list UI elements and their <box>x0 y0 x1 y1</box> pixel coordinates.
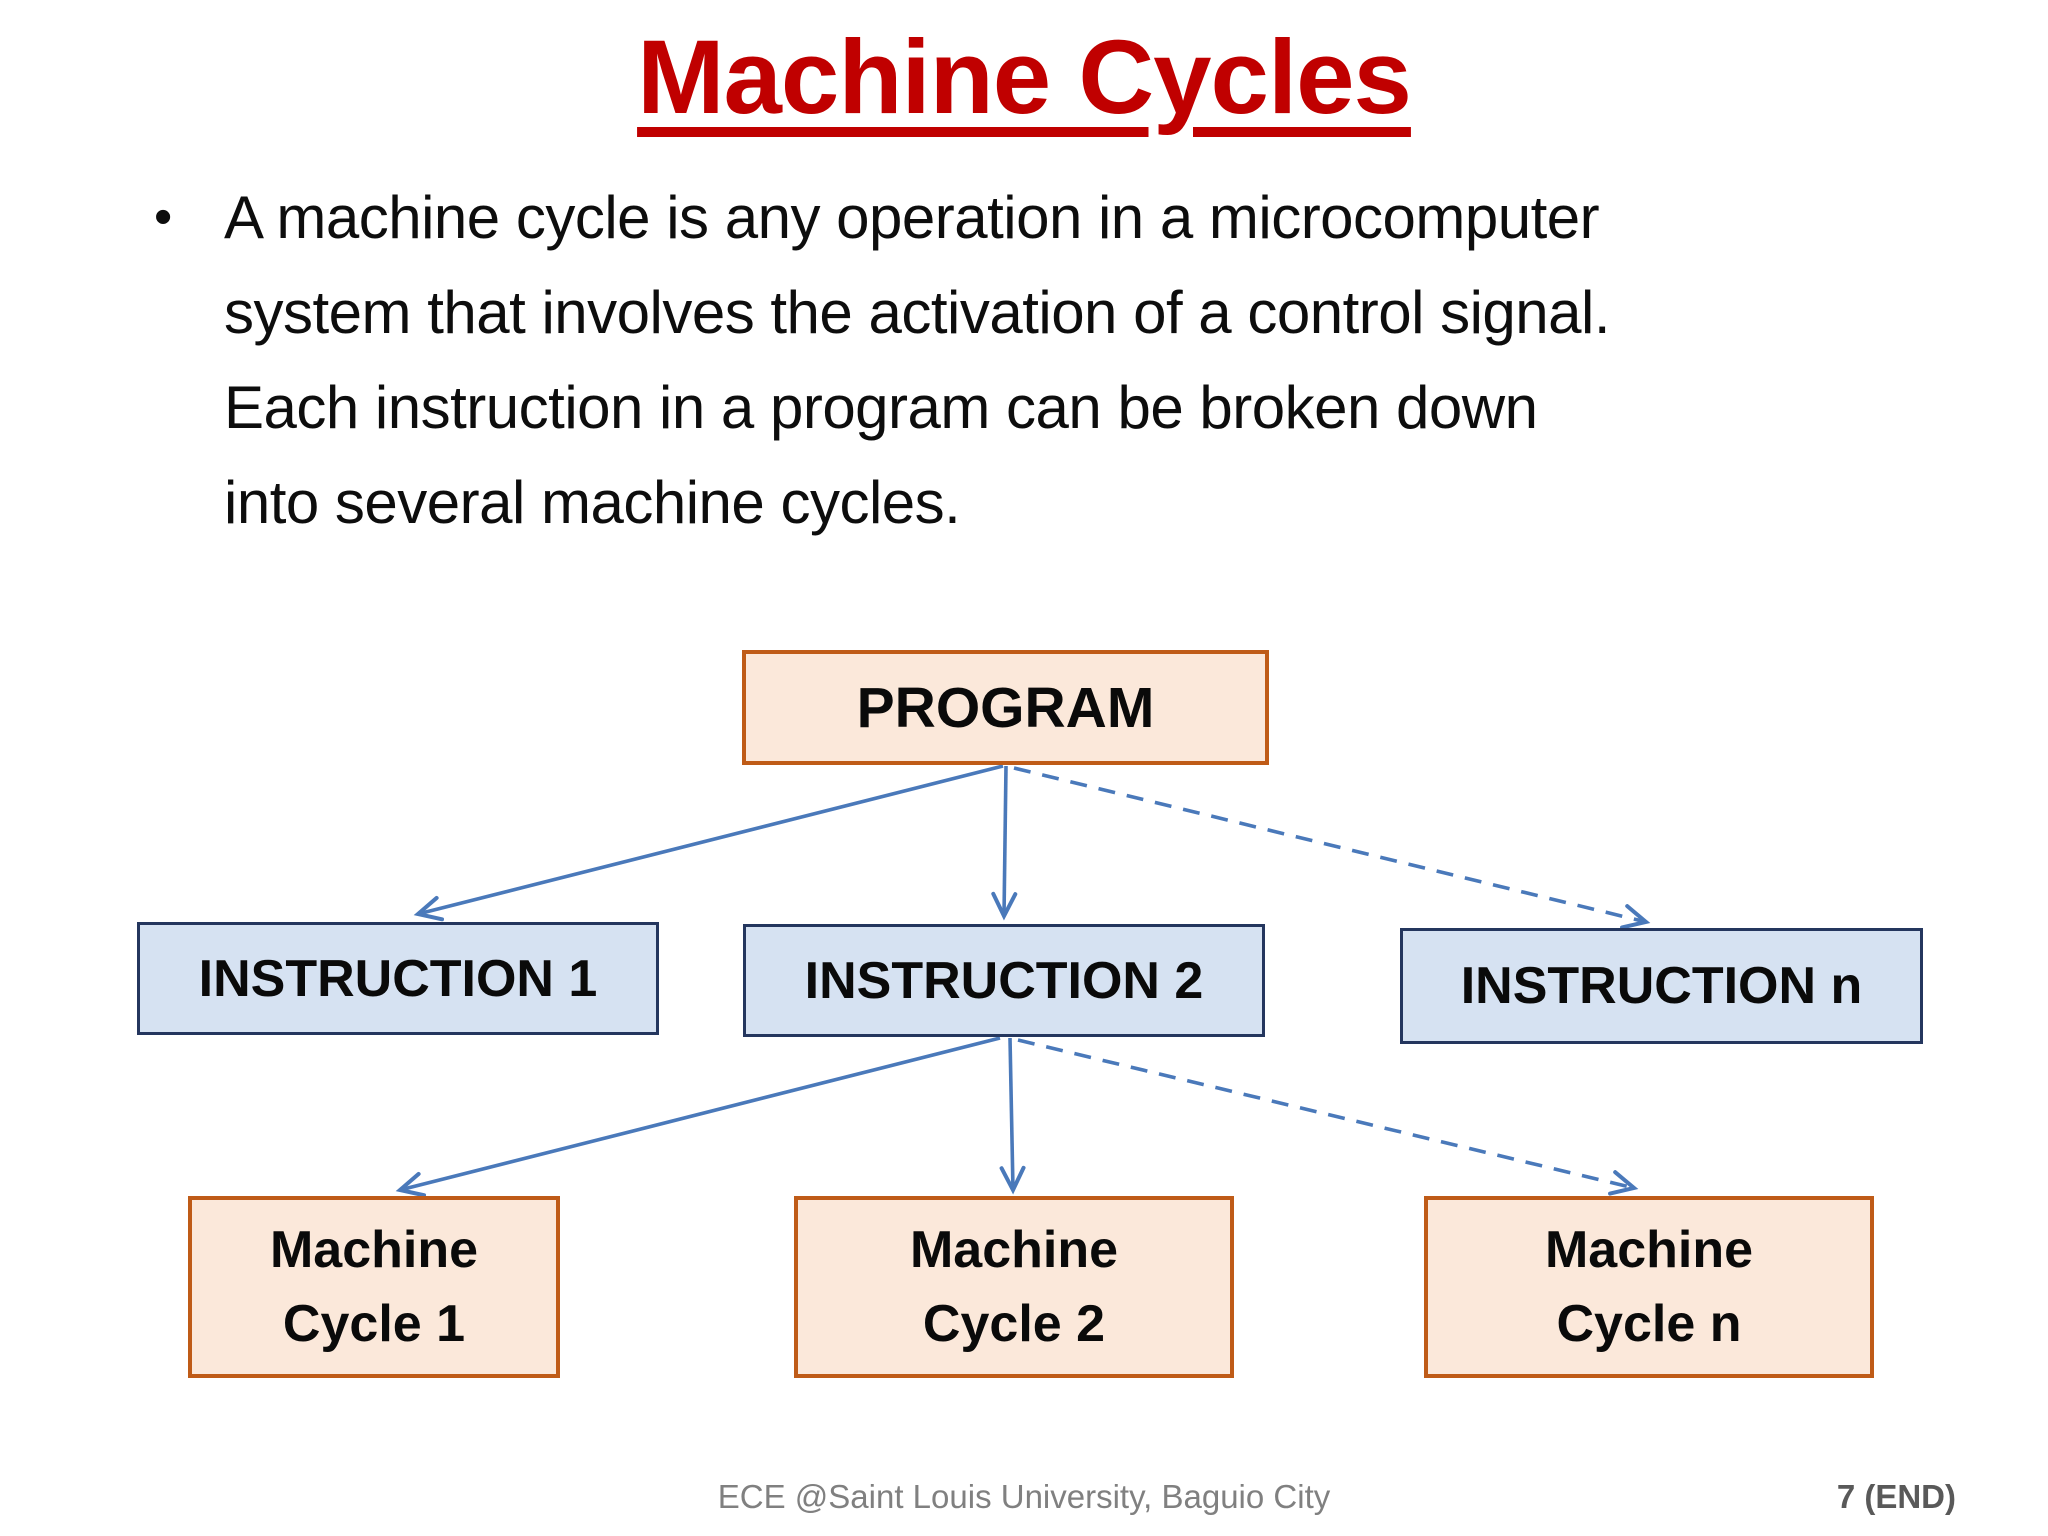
arrow-program-instruction-n <box>1013 766 1651 930</box>
bullet-marker: • <box>154 188 172 246</box>
instruction-1-label: INSTRUCTION 1 <box>198 949 598 1008</box>
instruction-2-label: INSTRUCTION 2 <box>804 951 1204 1010</box>
machine-cycle-2-label-line1: Machine <box>909 1221 1119 1279</box>
instruction-1-box: INSTRUCTION 1 <box>137 922 659 1035</box>
page-number: 7 (END) <box>1836 1478 1956 1515</box>
instruction-n-box: INSTRUCTION n <box>1400 928 1923 1044</box>
footer-credit: ECE @Saint Louis University, Baguio City <box>717 1478 1331 1515</box>
arrow-program-instruction1 <box>413 764 1004 922</box>
arrow-instruction2-mc2 <box>999 1037 1026 1195</box>
machine-cycle-1-label-line1: Machine <box>269 1221 479 1279</box>
paragraph-line: A machine cycle is any operation in a mi… <box>224 184 1600 251</box>
arrow-instruction2-mc-n <box>1017 1038 1639 1196</box>
paragraph-line: system that involves the activation of a… <box>224 279 1611 346</box>
program-box: PROGRAM <box>742 650 1269 765</box>
instruction-n-label: INSTRUCTION n <box>1460 957 1863 1015</box>
bullet-paragraph: • A machine cycle is any operation in a … <box>152 170 1992 550</box>
paragraph-line: Each instruction in a program can be bro… <box>224 374 1538 441</box>
machine-cycle-2-label-line2: Cycle 2 <box>922 1295 1106 1353</box>
machine-cycle-1-label-line2: Cycle 1 <box>282 1295 466 1353</box>
machine-cycle-2-box: Machine Cycle 2 <box>794 1196 1234 1378</box>
instruction-2-box: INSTRUCTION 2 <box>743 924 1265 1037</box>
program-label: PROGRAM <box>856 675 1155 740</box>
machine-cycle-n-box: Machine Cycle n <box>1424 1196 1874 1378</box>
slide-title: Machine Cycles <box>637 19 1412 136</box>
machine-cycle-1-box: Machine Cycle 1 <box>188 1196 560 1378</box>
arrow-program-instruction2 <box>991 765 1018 921</box>
arrow-instruction2-mc1 <box>395 1036 1001 1198</box>
machine-cycle-n-label-line1: Machine <box>1544 1221 1754 1279</box>
machine-cycle-n-label-line2: Cycle n <box>1556 1295 1742 1353</box>
paragraph-line: into several machine cycles. <box>224 469 961 536</box>
